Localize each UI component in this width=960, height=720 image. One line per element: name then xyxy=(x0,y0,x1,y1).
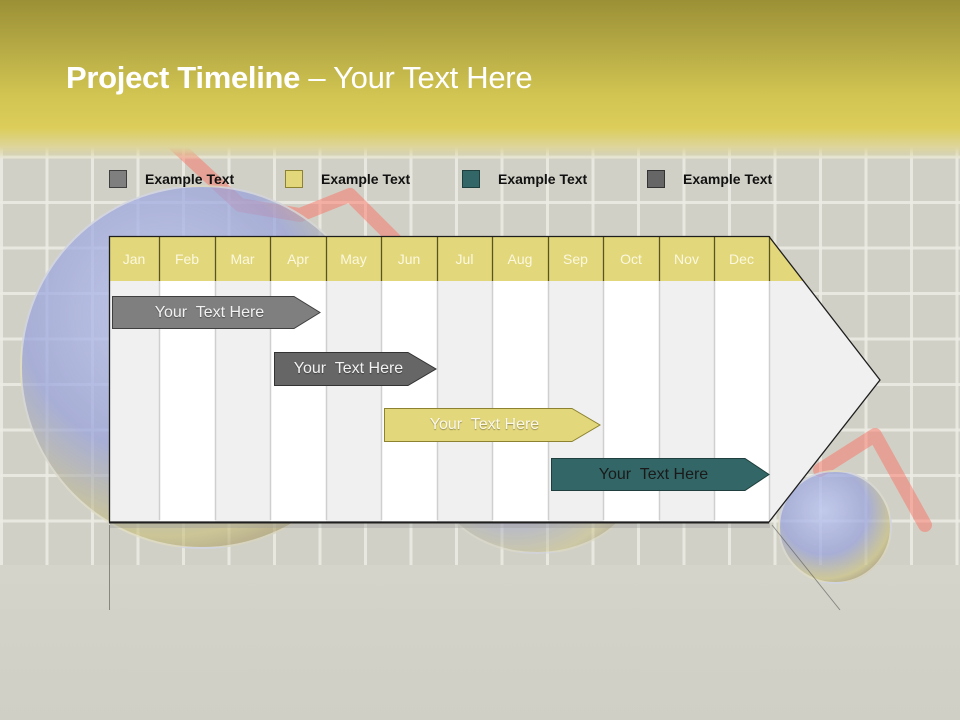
task-arrow-shape xyxy=(384,408,601,442)
month-header-jun: Jun xyxy=(397,251,421,267)
task-arrow-shape xyxy=(551,458,770,491)
task-arrow-shape xyxy=(274,352,437,386)
task-bar-4[interactable]: Your Text Here xyxy=(551,458,770,491)
task-label: Your Text Here xyxy=(598,465,709,483)
month-header-mar: Mar xyxy=(230,251,255,267)
background-reflection-area xyxy=(0,565,960,720)
oil-pump-globe-decoration xyxy=(778,470,892,584)
legend-label: Example Text xyxy=(321,171,411,187)
header-band xyxy=(0,0,960,160)
month-header-dec: Dec xyxy=(729,251,754,267)
month-header-feb: Feb xyxy=(174,251,200,267)
task-bar-2[interactable]: Your Text Here xyxy=(274,352,437,386)
legend-label: Example Text xyxy=(145,171,235,187)
legend-swatch-gray xyxy=(109,170,127,188)
task-arrow-shape xyxy=(112,296,321,329)
title-bold: Project Timeline xyxy=(66,60,301,95)
legend-swatch-dark-gray xyxy=(647,170,665,188)
month-header-jul: Jul xyxy=(455,251,474,267)
legend-swatch-teal xyxy=(462,170,480,188)
month-header-may: May xyxy=(340,251,367,267)
legend-label: Example Text xyxy=(498,171,588,187)
legend-item: Example Text xyxy=(462,170,587,188)
month-header-oct: Oct xyxy=(620,251,642,267)
legend-label: Example Text xyxy=(683,171,773,187)
task-label: Your Text Here xyxy=(154,303,265,321)
legend-item: Example Text xyxy=(647,170,772,188)
month-header-nov: Nov xyxy=(674,251,699,267)
title-rest: – Your Text Here xyxy=(300,60,533,95)
legend-item: Example Text xyxy=(285,170,410,188)
month-header-sep: Sep xyxy=(563,251,588,267)
month-header-aug: Aug xyxy=(507,251,533,267)
task-bar-3[interactable]: Your Text Here xyxy=(384,408,601,442)
legend-swatch-yellow xyxy=(285,170,303,188)
legend-item: Example Text xyxy=(109,170,234,188)
month-header-jan: Jan xyxy=(122,251,146,267)
task-bar-1[interactable]: Your Text Here xyxy=(112,296,321,329)
page-title: Project Timeline – Your Text Here xyxy=(66,60,533,96)
task-label: Your Text Here xyxy=(429,416,540,433)
task-label: Your Text Here xyxy=(293,360,404,377)
month-header-apr: Apr xyxy=(287,251,309,267)
